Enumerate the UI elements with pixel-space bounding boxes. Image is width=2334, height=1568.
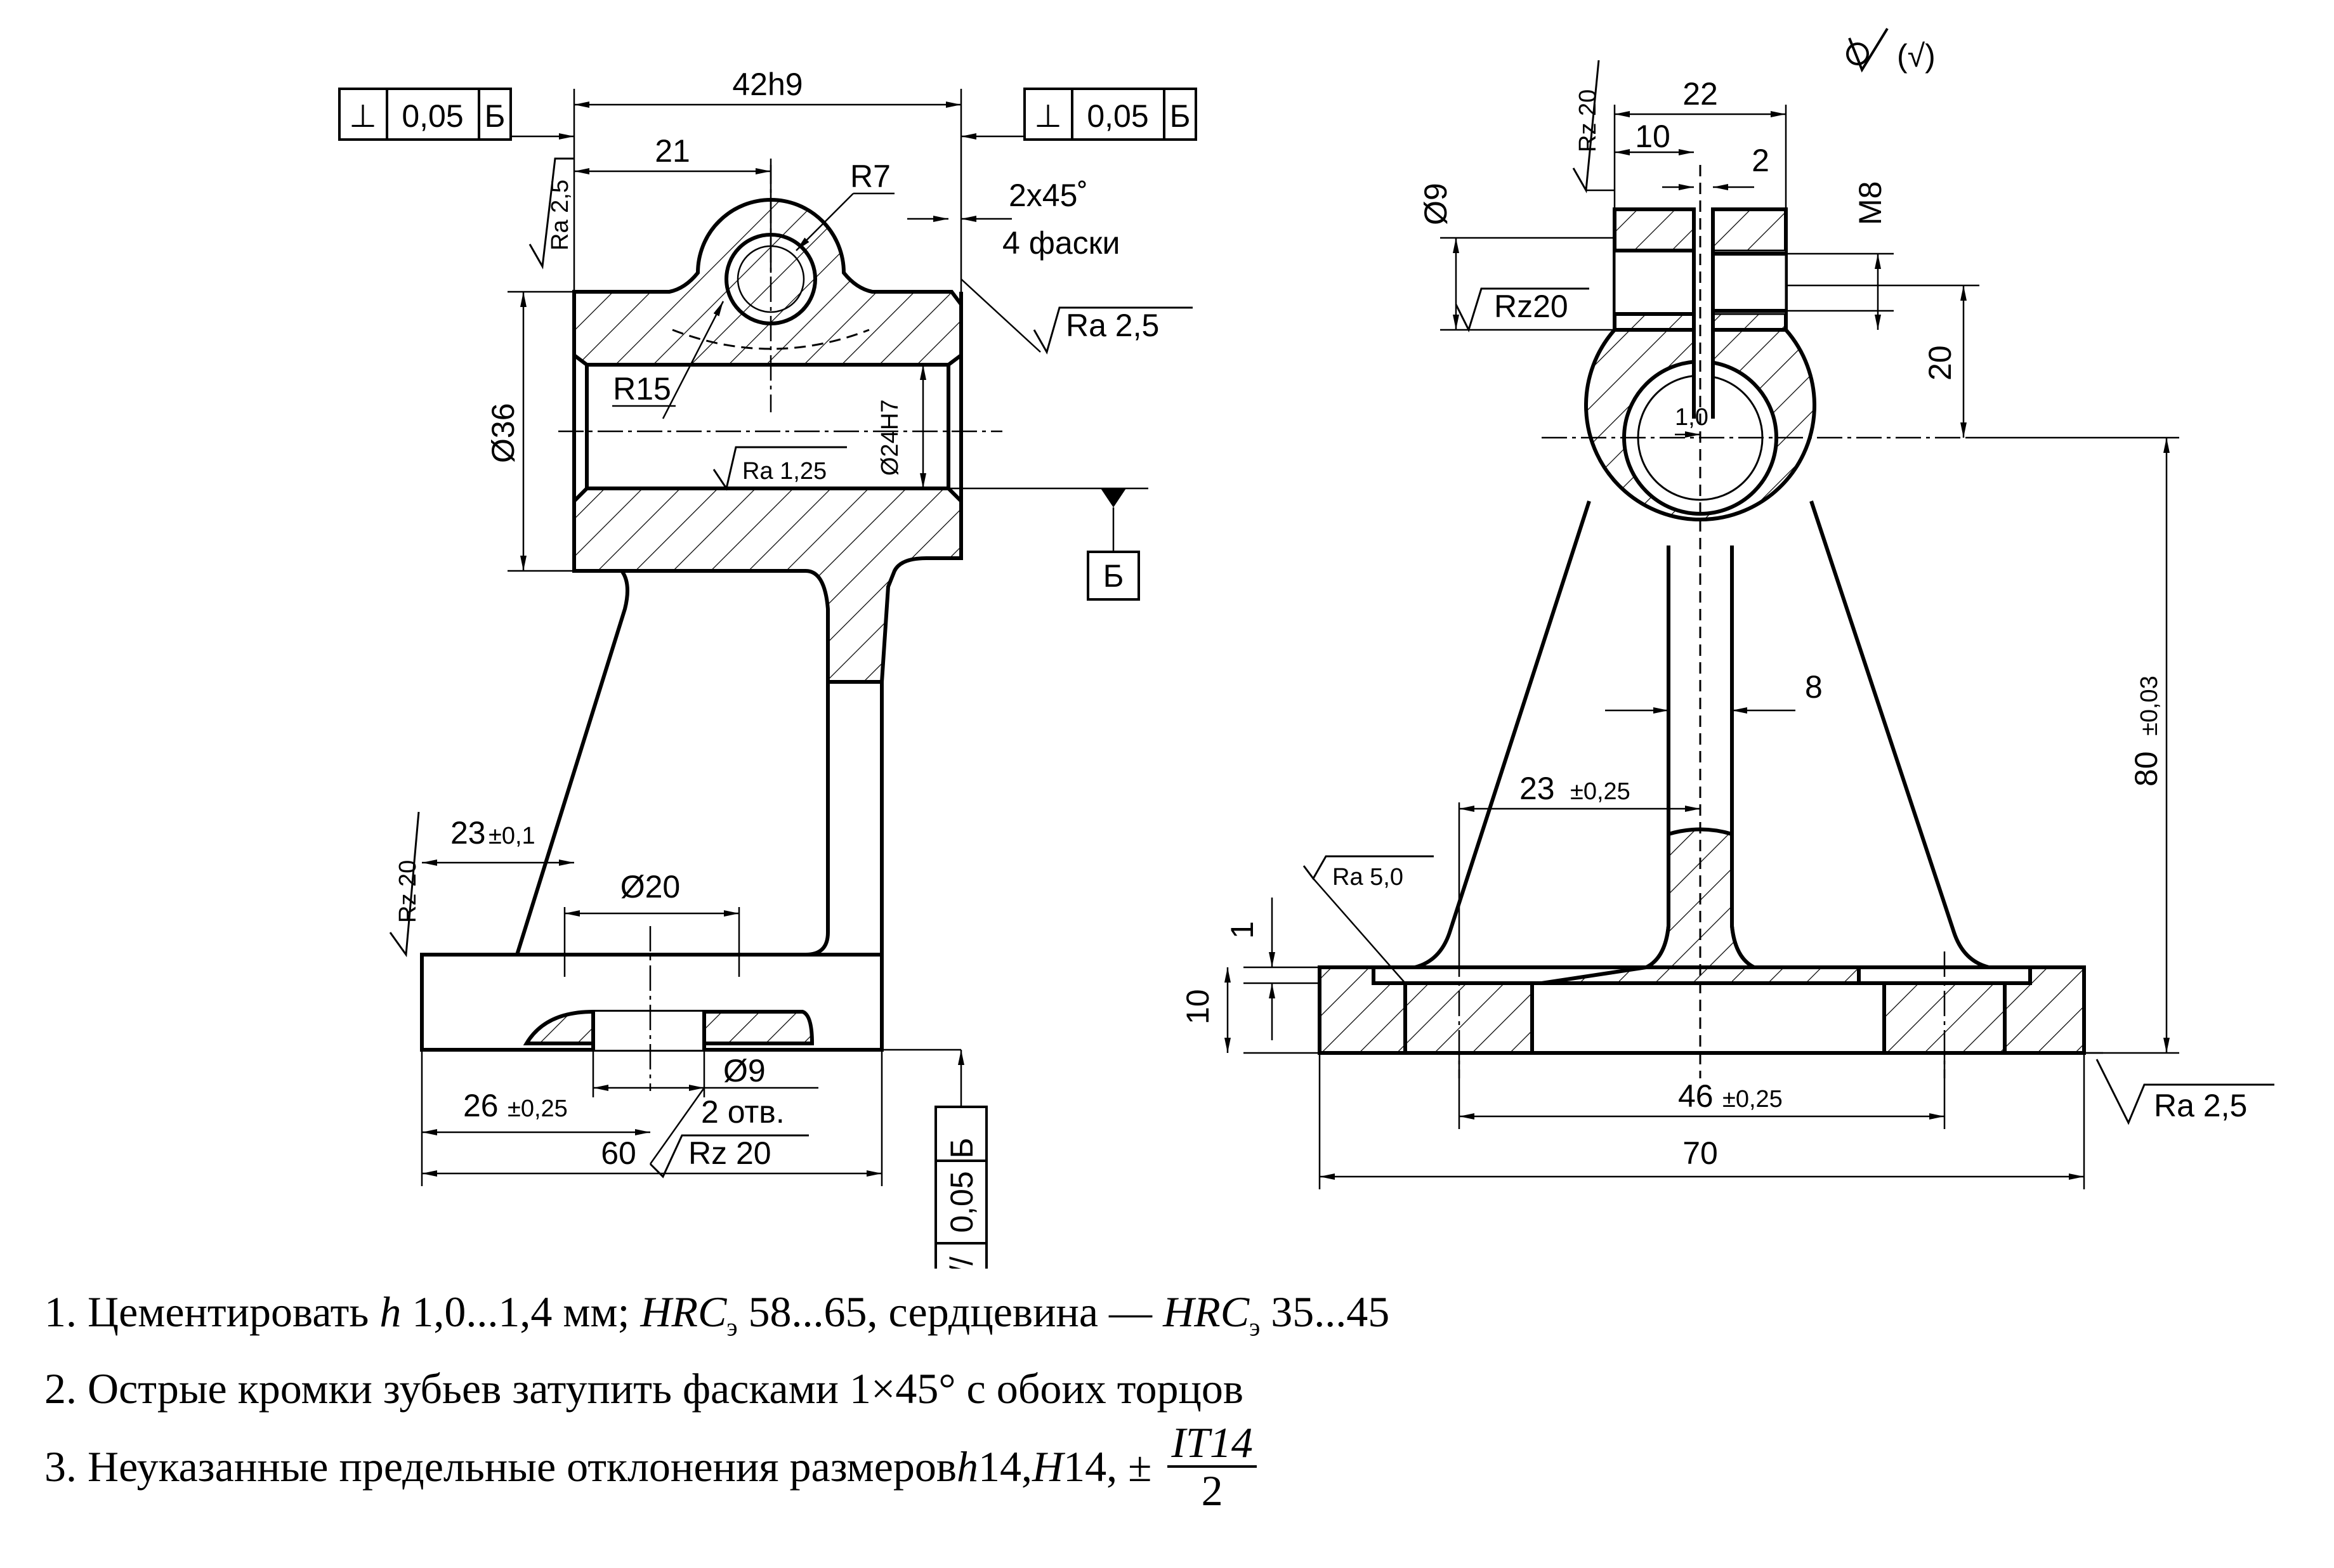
right-view: (√) Rz 20 22 10 2 xyxy=(1180,27,2274,1189)
svg-text:Ra 2,5: Ra 2,5 xyxy=(1066,308,1159,343)
fraction-denominator: 2 xyxy=(1201,1466,1223,1515)
fraction-numerator: IT14 xyxy=(1167,1420,1257,1468)
roughness-mark-side: Rz 20 xyxy=(389,811,421,958)
svg-text:Б: Б xyxy=(944,1138,980,1159)
tol-value: 0,05 xyxy=(1087,98,1148,134)
dim-1: 1 xyxy=(1224,921,1260,939)
datum-b: Б xyxy=(948,487,1148,601)
svg-text:0,05: 0,05 xyxy=(944,1171,980,1232)
dim-10: 10 xyxy=(1635,119,1670,154)
rough-holes: Rz 20 xyxy=(688,1135,771,1171)
dim-42h9: 42h9 xyxy=(732,67,803,102)
dim-10-base: 10 xyxy=(1180,989,1216,1024)
dim-d9: Ø9 xyxy=(1418,183,1453,225)
dim-d24h7: Ø24H7 xyxy=(877,400,903,476)
technical-notes: 1. Цементировать h 1,0...1,4 мм; HRCэ 58… xyxy=(44,1281,1948,1514)
dim-70: 70 xyxy=(1682,1135,1718,1171)
svg-text:Ra 2,5: Ra 2,5 xyxy=(547,180,574,251)
left-part-section xyxy=(420,159,1002,1091)
dim-d20: Ø20 xyxy=(620,869,681,905)
rough-slot: Rz20 xyxy=(1494,289,1568,324)
perpendicular-symbol: ⊥ xyxy=(1034,98,1062,134)
svg-text:Ra 5,0: Ra 5,0 xyxy=(1332,864,1403,891)
technical-drawing: ⊥ 0,05 Б ⊥ 0,05 Б 42h9 21 Ra 2,5 xyxy=(338,27,2274,1269)
svg-text:Ra 1,25: Ra 1,25 xyxy=(742,458,827,485)
right-part-section xyxy=(1318,165,2086,1078)
dim-8: 8 xyxy=(1805,669,1823,705)
svg-text:(√): (√) xyxy=(1897,38,1936,74)
svg-text:Rz 20: Rz 20 xyxy=(395,860,421,923)
dim-20: 20 xyxy=(1922,345,1958,381)
dim-80: 80 xyxy=(2128,751,2164,787)
dim-r7: R7 xyxy=(850,159,891,194)
dim-46: 46 xyxy=(1678,1078,1714,1114)
perpendicularity-frame-right: ⊥ 0,05 Б xyxy=(961,88,1197,141)
dim-26: 26 xyxy=(463,1088,499,1123)
roughness-mark-top-left: Ra 2,5 xyxy=(528,157,574,270)
note-3: 3. Неуказанные предельные отклонения раз… xyxy=(44,1419,1948,1514)
roughness-mark-flange: Ra 5,0 xyxy=(1302,855,1434,984)
dim-r15: R15 xyxy=(613,371,671,407)
dim-46-tol: ±0,25 xyxy=(1722,1086,1783,1113)
note-2: 2. Острые кромки зубьев затупить фасками… xyxy=(44,1364,1244,1413)
svg-text://: // xyxy=(944,1257,980,1269)
dim-80-tol: ±0,03 xyxy=(2136,676,2163,736)
dim-23: 23 xyxy=(450,815,486,851)
perpendicularity-frame-left: ⊥ 0,05 Б xyxy=(338,88,574,141)
chamfer-label: 2x45˚ xyxy=(1009,178,1088,213)
tol-value: 0,05 xyxy=(402,98,463,134)
dim-60: 60 xyxy=(601,1135,636,1171)
dim-1-0: 1,0 xyxy=(1675,404,1708,431)
dim-22: 22 xyxy=(1682,76,1718,112)
dim-23-tol: ±0,25 xyxy=(1570,778,1630,805)
dim-d9-holes: Ø9 xyxy=(723,1053,766,1088)
dim-21: 21 xyxy=(655,133,690,169)
svg-text:Rz 20: Rz 20 xyxy=(1575,89,1601,152)
parallelism-frame: Б 0,05 // xyxy=(882,1049,988,1269)
general-roughness-symbol: (√) xyxy=(1846,27,1936,74)
dim-m8: M8 xyxy=(1852,181,1888,225)
note-1: 1. Цементировать h 1,0...1,4 мм; HRCэ 58… xyxy=(44,1288,1390,1342)
dim-23: 23 xyxy=(1519,771,1555,806)
roughness-mark-base: Ra 2,5 xyxy=(2084,1052,2274,1125)
dim-d36: Ø36 xyxy=(485,403,521,463)
roughness-mark-right: Ra 2,5 xyxy=(960,278,1193,355)
perpendicular-symbol: ⊥ xyxy=(349,98,377,134)
holes-count: 2 отв. xyxy=(701,1094,785,1130)
roughness-mark-top: Rz 20 xyxy=(1572,60,1615,193)
svg-text:Ra 2,5: Ra 2,5 xyxy=(2154,1088,2247,1123)
dim-2: 2 xyxy=(1752,143,1769,178)
tol-datum: Б xyxy=(485,98,506,134)
chamfer-count: 4 фаски xyxy=(1002,225,1120,261)
dim-23-tol: ±0,1 xyxy=(488,823,535,849)
left-view: ⊥ 0,05 Б ⊥ 0,05 Б 42h9 21 Ra 2,5 xyxy=(338,67,1197,1269)
svg-text:Б: Б xyxy=(1103,558,1124,594)
roughness-mark-bore: Ra 1,25 xyxy=(712,446,847,491)
dim-26-tol: ±0,25 xyxy=(508,1095,568,1122)
tol-datum: Б xyxy=(1170,98,1191,134)
